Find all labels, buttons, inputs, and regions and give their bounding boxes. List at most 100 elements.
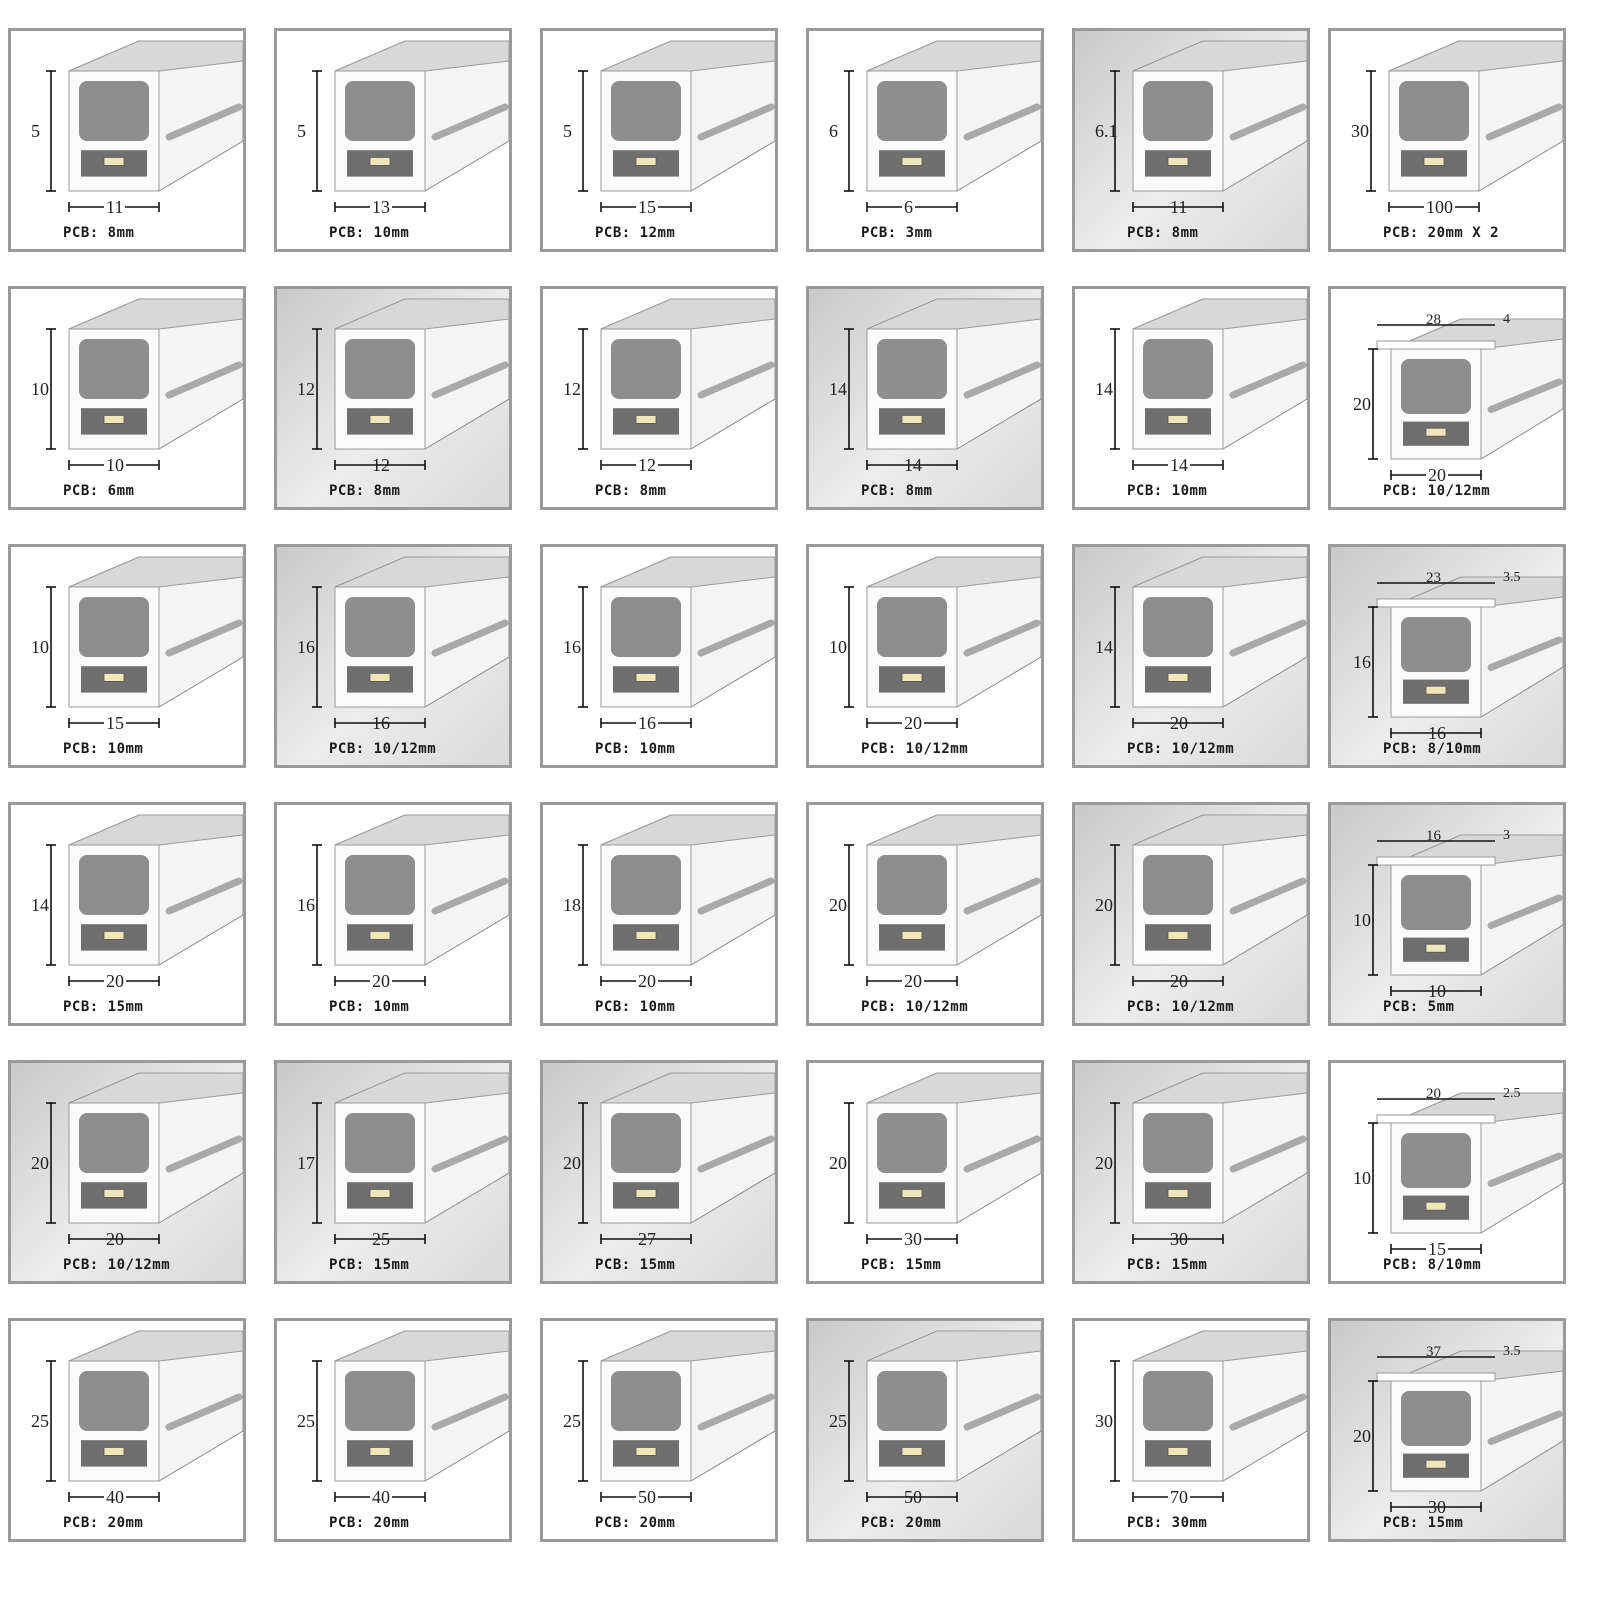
light-cavity xyxy=(345,1371,415,1431)
led-chip xyxy=(901,1447,923,1456)
side-groove xyxy=(1487,636,1563,671)
light-cavity xyxy=(345,597,415,657)
height-label: 10 xyxy=(31,379,49,399)
pcb-width-caption: PCB: 15mm xyxy=(595,1257,676,1273)
side-groove xyxy=(165,1393,243,1431)
pcb-width-caption: PCB: 10/12mm xyxy=(1383,483,1491,499)
led-chip xyxy=(901,157,923,166)
profile-drawing xyxy=(578,814,775,986)
side-groove xyxy=(431,619,509,657)
top-width-label: 20 xyxy=(1426,1086,1441,1102)
profile-drawing xyxy=(1110,1072,1307,1244)
profile-drawing xyxy=(1110,40,1307,212)
profile-drawing xyxy=(1366,40,1563,212)
pcb-width-caption: PCB: 10/12mm xyxy=(63,1257,171,1273)
width-label: 40 xyxy=(370,1487,392,1507)
profile-drawing xyxy=(844,814,1041,986)
light-cavity xyxy=(877,855,947,915)
led-chip xyxy=(1167,673,1189,682)
led-chip xyxy=(1425,1459,1447,1469)
width-label: 11 xyxy=(104,197,126,217)
led-chip xyxy=(103,931,125,940)
height-label: 17 xyxy=(297,1153,315,1173)
led-chip xyxy=(369,673,391,682)
light-cavity xyxy=(877,1371,947,1431)
led-chip xyxy=(369,1447,391,1456)
light-cavity xyxy=(877,597,947,657)
side-groove xyxy=(963,1135,1041,1173)
led-chip xyxy=(901,415,923,424)
led-chip xyxy=(635,157,657,166)
width-label: 20 xyxy=(370,971,392,991)
light-cavity xyxy=(1401,359,1471,414)
width-label: 10 xyxy=(1428,981,1446,1001)
light-cavity xyxy=(79,597,149,657)
side-groove xyxy=(431,1135,509,1173)
light-cavity xyxy=(79,1113,149,1173)
width-label: 14 xyxy=(904,455,922,475)
lip-label: 3 xyxy=(1503,828,1510,843)
pcb-width-caption: PCB: 10/12mm xyxy=(861,999,969,1015)
led-chip xyxy=(103,1447,125,1456)
led-chip xyxy=(1167,415,1189,424)
height-label: 30 xyxy=(1351,121,1369,141)
side-groove xyxy=(431,103,509,141)
profile-drawing xyxy=(312,40,509,212)
side-groove xyxy=(1229,1135,1307,1173)
height-label: 14 xyxy=(31,895,49,915)
light-cavity xyxy=(611,597,681,657)
profile-drawing xyxy=(312,1330,509,1502)
pcb-width-caption: PCB: 10/12mm xyxy=(329,741,437,757)
height-label: 20 xyxy=(563,1153,581,1173)
pcb-width-caption: PCB: 12mm xyxy=(595,225,676,241)
led-chip xyxy=(103,415,125,424)
pcb-width-caption: PCB: 15mm xyxy=(1127,1257,1208,1273)
side-groove xyxy=(697,619,775,657)
width-label: 12 xyxy=(636,455,658,475)
height-label: 16 xyxy=(1353,652,1371,672)
side-groove xyxy=(165,1135,243,1173)
profile-drawing xyxy=(578,1330,775,1502)
width-label: 16 xyxy=(1428,723,1446,743)
led-chip xyxy=(1425,1201,1447,1211)
pcb-width-caption: PCB: 8/10mm xyxy=(1383,741,1482,757)
side-groove xyxy=(165,103,243,141)
pcb-width-caption: PCB: 10mm xyxy=(595,741,676,757)
height-label: 5 xyxy=(31,121,40,141)
width-label: 16 xyxy=(372,713,390,733)
light-cavity xyxy=(611,339,681,399)
profile-drawing xyxy=(844,298,1041,470)
pcb-width-caption: PCB: 8mm xyxy=(63,225,135,241)
profile-drawing xyxy=(312,814,509,986)
led-chip xyxy=(1425,943,1447,953)
light-cavity xyxy=(1401,875,1471,930)
width-label: 70 xyxy=(1168,1487,1190,1507)
side-groove xyxy=(165,877,243,915)
pcb-width-caption: PCB: 20mm xyxy=(861,1515,942,1531)
led-chip xyxy=(1425,427,1447,437)
pcb-width-caption: PCB: 15mm xyxy=(63,999,144,1015)
height-label: 20 xyxy=(1095,1153,1113,1173)
side-groove xyxy=(1487,378,1563,413)
led-chip xyxy=(901,1189,923,1198)
led-chip xyxy=(369,931,391,940)
light-cavity xyxy=(1143,1371,1213,1431)
pcb-width-caption: PCB: 8mm xyxy=(1127,225,1199,241)
light-cavity xyxy=(611,855,681,915)
light-cavity xyxy=(345,339,415,399)
pcb-width-caption: PCB: 10mm xyxy=(595,999,676,1015)
pcb-width-caption: PCB: 20mm xyxy=(63,1515,144,1531)
